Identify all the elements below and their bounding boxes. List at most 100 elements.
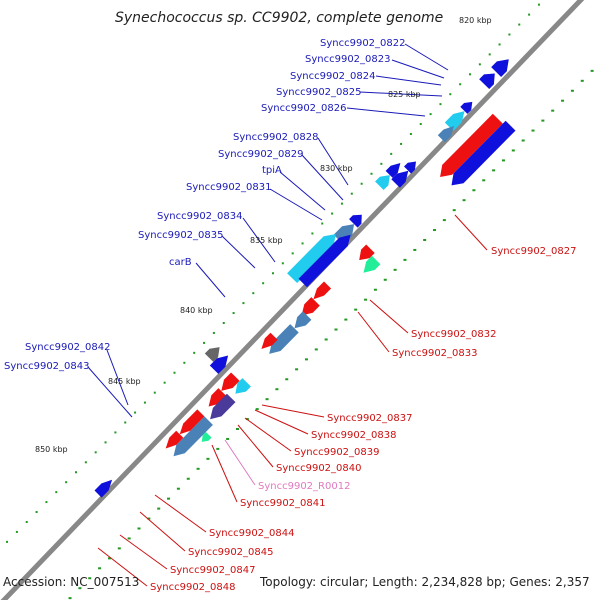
gc-dot-28: [114, 431, 117, 434]
conn-0829: [301, 154, 344, 201]
conn-0848: [97, 547, 148, 587]
gene-0845: [208, 388, 227, 407]
gc-dot-81: [433, 229, 437, 232]
gc-dot-53: [295, 368, 299, 371]
gene-label-syncc9902-0835[interactable]: Syncc9902_0835: [138, 230, 224, 241]
gc-dot-38: [163, 381, 166, 384]
gene-0843: [204, 347, 220, 362]
gc-dot-86: [400, 142, 403, 145]
gc-dot-73: [393, 268, 397, 271]
gene-label-syncc9902-0832[interactable]: Syncc9902_0832: [411, 329, 497, 340]
conn-0835: [221, 235, 256, 269]
gc-dot-35: [206, 457, 210, 460]
gene-0838: [301, 297, 320, 316]
gc-dot-70: [321, 222, 324, 225]
conn-0828: [317, 137, 349, 186]
gc-dot-43: [245, 418, 249, 421]
gene-0844: [221, 372, 240, 391]
gc-dot-26: [104, 441, 107, 444]
conn-0834: [242, 217, 276, 263]
gene-label-syncc9902-0841[interactable]: Syncc9902_0841: [240, 498, 326, 509]
gc-dot-64: [291, 252, 294, 255]
gene-0847: [210, 393, 236, 420]
gene-0832: [359, 244, 375, 261]
gene-label-syncc9902-0826[interactable]: Syncc9902_0826: [261, 103, 347, 114]
gc-dot-15: [107, 557, 111, 560]
gc-dot-40: [173, 371, 176, 374]
conn-0841: [211, 444, 238, 503]
conn-carb: [195, 262, 226, 298]
gc-dot-41: [235, 428, 239, 431]
conn-0837: [261, 404, 325, 418]
gc-dot-102: [478, 63, 481, 66]
conn-tpia: [279, 171, 326, 211]
gc-dot-11: [88, 577, 92, 580]
gc-dot-66: [301, 242, 304, 245]
gc-dot-67: [364, 298, 368, 301]
gene-label-syncc9902-r0012[interactable]: Syncc9902_R0012: [258, 481, 350, 492]
conn-0843: [87, 366, 133, 418]
gene-label-syncc9902-0825[interactable]: Syncc9902_0825: [276, 87, 362, 98]
conn-0826: [346, 107, 426, 117]
tick-label-845: 845 kbp: [108, 377, 141, 386]
gc-dot-62: [281, 262, 284, 265]
gc-dot-108: [508, 33, 511, 36]
gc-dot-107: [561, 99, 565, 102]
gene-label-syncc9902-0848[interactable]: Syncc9902_0848: [150, 582, 236, 593]
gene-label-syncc9902-0822[interactable]: Syncc9902_0822: [320, 38, 406, 49]
gc-dot-46: [203, 341, 206, 344]
gc-dot-48: [212, 331, 215, 334]
gene-0835: [349, 214, 362, 228]
tick-label-825: 825 kbp: [388, 90, 421, 99]
map-title: Synechococcus sp. CC9902, complete genom…: [115, 10, 443, 26]
gc-dot-92: [429, 113, 432, 116]
gc-dot-78: [360, 182, 363, 185]
gene-0841: [261, 332, 278, 349]
conn-0824: [375, 75, 442, 86]
gene-label-syncc9902-0837[interactable]: Syncc9902_0837: [327, 413, 413, 424]
gc-dot-31: [186, 477, 190, 480]
gc-dot-87: [462, 199, 466, 202]
gc-dot-84: [390, 152, 393, 155]
conn-0823: [391, 59, 445, 79]
gene-label-syncc9902-0843[interactable]: Syncc9902_0843: [4, 361, 90, 372]
gc-dot-25: [157, 507, 161, 510]
gene-0822: [491, 59, 509, 77]
gene-label-syncc9902-0828[interactable]: Syncc9902_0828: [233, 132, 319, 143]
gene-label-syncc9902-0839[interactable]: Syncc9902_0839: [294, 447, 380, 458]
gc-dot-7: [68, 597, 72, 600]
gene-0842: [209, 355, 229, 374]
gene-label-tpia[interactable]: tpiA: [262, 165, 282, 176]
gene-label-syncc9902-0842[interactable]: Syncc9902_0842: [25, 342, 111, 353]
gene-far-a: [94, 479, 113, 498]
gene-0825: [460, 101, 473, 114]
gc-dot-56: [252, 292, 255, 295]
gene-label-syncc9902-0845[interactable]: Syncc9902_0845: [188, 547, 274, 558]
gene-label-syncc9902-0847[interactable]: Syncc9902_0847: [170, 565, 256, 576]
gc-dot-79: [423, 238, 427, 241]
gc-dot-34: [143, 401, 146, 404]
conn-0825: [359, 91, 443, 97]
gc-dot-96: [449, 93, 452, 96]
gene-label-syncc9902-0824[interactable]: Syncc9902_0824: [290, 71, 376, 82]
gc-dot-113: [590, 69, 594, 72]
gene-label-syncc9902-0844[interactable]: Syncc9902_0844: [209, 528, 295, 539]
gc-dot-32: [134, 411, 137, 414]
gene-label-syncc9902-0831[interactable]: Syncc9902_0831: [186, 182, 272, 193]
gene-label-syncc9902-0833[interactable]: Syncc9902_0833: [392, 348, 478, 359]
gene-label-syncc9902-0827[interactable]: Syncc9902_0827: [491, 246, 577, 257]
gene-0827-b: [451, 120, 516, 186]
gc-dot-57: [314, 348, 318, 351]
gene-label-syncc9902-0834[interactable]: Syncc9902_0834: [157, 211, 243, 222]
conn-0822: [404, 43, 449, 71]
conn-0827: [454, 214, 488, 251]
gene-label-syncc9902-0840[interactable]: Syncc9902_0840: [276, 463, 362, 474]
gene-label-syncc9902-0838[interactable]: Syncc9902_0838: [311, 430, 397, 441]
gc-dot-49: [275, 388, 279, 391]
gc-dot-14: [45, 501, 48, 504]
gene-label-syncc9902-0829[interactable]: Syncc9902_0829: [218, 149, 304, 160]
gene-label-syncc9902-0823[interactable]: Syncc9902_0823: [305, 54, 391, 65]
gene-features: [94, 59, 516, 498]
gene-label-carb[interactable]: carB: [169, 257, 192, 268]
